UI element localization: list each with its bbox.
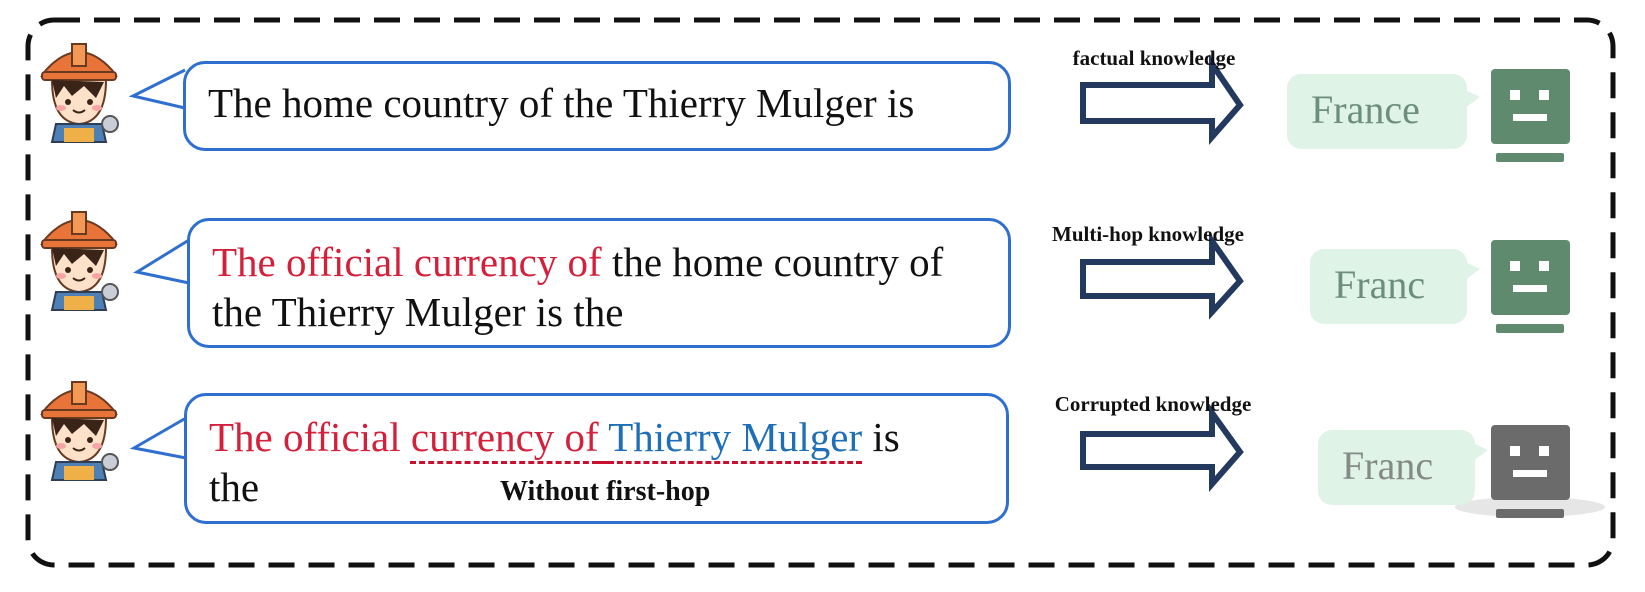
arrow-label-factual: factual knowledge — [1072, 46, 1236, 70]
prompt-red-underlined-text: currency of — [410, 414, 599, 460]
outer-dashed-frame — [25, 17, 1616, 568]
prompt-blue-entity: Thierry Mulger — [608, 414, 863, 460]
prompt-bubble-factual: The home country of the Thierry Mulger i… — [183, 61, 1011, 151]
without-first-hop-note: Without first-hop — [500, 476, 711, 507]
prompt-bubble-multihop: The official currency of the home countr… — [187, 218, 1011, 348]
prompt-text: The home country of the Thierry Mulger i… — [208, 80, 915, 126]
prompt-space — [599, 414, 609, 460]
prompt-red-text: The official currency of — [212, 239, 602, 285]
worker-avatar-icon — [40, 381, 119, 481]
arrow-icon — [1080, 231, 1244, 320]
robot-icon — [1455, 425, 1605, 518]
robot-icon — [1491, 69, 1570, 162]
arrow-icon — [1080, 54, 1244, 145]
answer-tail-2 — [1465, 262, 1480, 280]
answer-bubble-multihop: Franc — [1310, 249, 1467, 324]
bubble-tail-3 — [129, 416, 187, 460]
worker-avatar-icon — [40, 211, 119, 311]
prompt-black-text: is — [862, 414, 900, 460]
answer-text: Franc — [1342, 443, 1434, 488]
arrow-icon — [1080, 403, 1244, 492]
robot-icon — [1491, 240, 1570, 333]
answer-bubble-corrupted: Franc — [1318, 430, 1475, 505]
answer-bubble-factual: France — [1287, 74, 1467, 149]
answer-tail-3 — [1473, 443, 1488, 461]
prompt-line2: the — [209, 464, 260, 510]
prompt-red-text: The official — [209, 414, 411, 460]
arrow-label-multihop: Multi-hop knowledge — [1052, 222, 1244, 246]
prompt-black-text: the home country of — [601, 239, 944, 285]
worker-avatar-icon — [40, 43, 119, 143]
answer-text: Franc — [1334, 262, 1426, 307]
answer-tail-1 — [1465, 90, 1480, 108]
prompt-line2: the Thierry Mulger is the — [212, 289, 624, 335]
answer-text: France — [1311, 87, 1420, 132]
prompt-bubble-corrupted: The official currency of Thierry Mulger … — [184, 393, 1009, 524]
bubble-tail-1 — [128, 68, 186, 110]
arrow-label-corrupted: Corrupted knowledge — [1054, 392, 1252, 416]
bubble-tail-2 — [133, 238, 190, 285]
